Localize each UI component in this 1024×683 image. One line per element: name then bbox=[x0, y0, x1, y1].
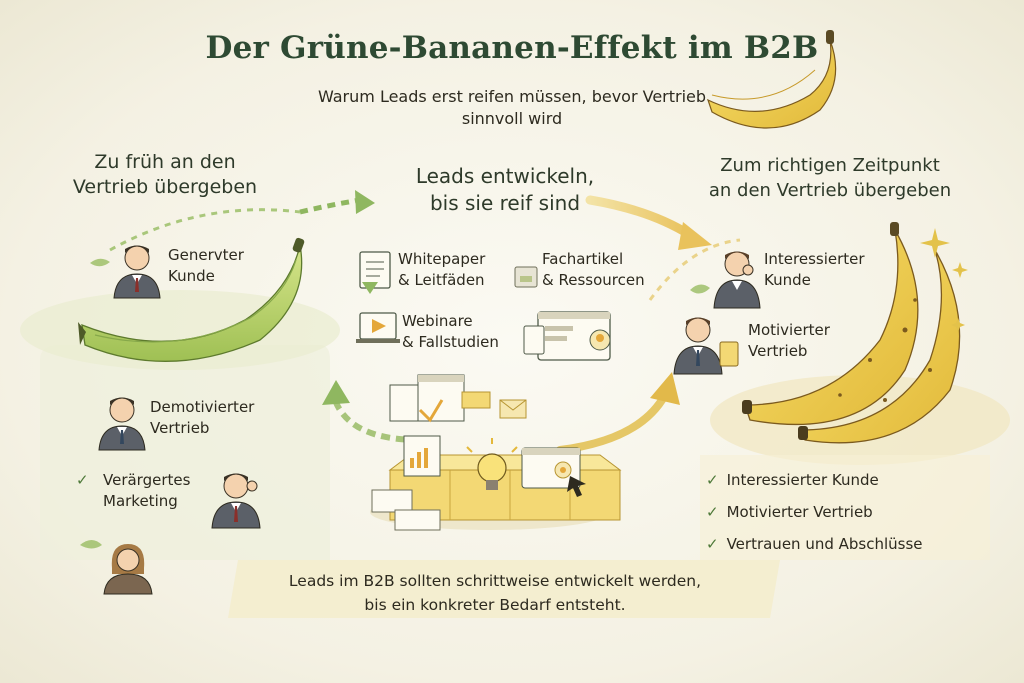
ripe-bananas-icon bbox=[742, 222, 961, 444]
checklist-label: Interessierter Kunde bbox=[726, 471, 879, 489]
person-icon bbox=[103, 544, 153, 595]
heading-line: Vertrieb übergeben bbox=[72, 176, 258, 198]
checkmark-icon: ✓ bbox=[706, 503, 719, 521]
checklist-label: Vertrauen und Abschlüsse bbox=[726, 535, 923, 553]
video-icon bbox=[356, 312, 400, 343]
checkmark-icon: ✓ bbox=[706, 535, 719, 553]
persona-label: Vertrieb bbox=[150, 419, 210, 437]
lightbulb-icon bbox=[466, 438, 518, 490]
content-item-label: & Fallstudien bbox=[402, 333, 499, 351]
page-title: Der Grüne-Bananen-Effekt im B2B bbox=[205, 30, 819, 66]
arrow-icon bbox=[355, 190, 375, 214]
bottom-summary: Leads im B2B sollten schrittweise entwic… bbox=[230, 569, 760, 617]
browser-icon bbox=[523, 311, 611, 361]
checklist-item: ✓ Vertrauen und Abschlüsse bbox=[706, 534, 923, 554]
persona-motivated-sales: Motivierter Vertrieb bbox=[748, 320, 830, 362]
middle-heading: Leads entwickeln, bis sie reif sind bbox=[360, 163, 650, 217]
persona-label: Interessierter bbox=[764, 250, 865, 268]
subtitle-line: sinnvoll wird bbox=[461, 109, 563, 128]
right-heading: Zum richtigen Zeitpunkt an den Vertrieb … bbox=[660, 153, 1000, 203]
persona-label: Demotivierter bbox=[150, 398, 255, 416]
resource-icon bbox=[514, 266, 538, 288]
summary-line: Leads im B2B sollten schrittweise entwic… bbox=[288, 572, 702, 590]
heading-line: bis sie reif sind bbox=[429, 191, 581, 215]
heading-line: Zu früh an den bbox=[94, 151, 236, 173]
checkmark-icon: ✓ bbox=[706, 471, 719, 489]
left-panel bbox=[40, 345, 330, 560]
content-item-label: & Ressourcen bbox=[542, 271, 645, 289]
person-icon bbox=[673, 317, 739, 375]
bottom-banner bbox=[228, 560, 780, 618]
persona-label: Kunde bbox=[168, 267, 215, 285]
sparkle-icon bbox=[920, 228, 968, 332]
checkmark-icon: ✓ bbox=[76, 471, 89, 489]
subtitle: Warum Leads erst reifen müssen, bevor Ve… bbox=[200, 86, 824, 130]
content-item-label: Webinare bbox=[402, 312, 473, 330]
heading-line: an den Vertrieb übergeben bbox=[708, 180, 952, 201]
persona-annoyed-customer: Genervter Kunde bbox=[168, 245, 244, 287]
arrow-icon bbox=[650, 372, 680, 405]
right-panel bbox=[700, 455, 990, 560]
persona-annoyed-marketing: Verärgertes Marketing bbox=[103, 470, 190, 512]
persona-demotivated-sales: Demotivierter Vertrieb bbox=[150, 397, 254, 439]
person-icon bbox=[113, 245, 161, 299]
content-item-label: Fachartikel bbox=[542, 250, 624, 268]
content-item: Webinare & Fallstudien bbox=[402, 311, 499, 353]
heading-line: Zum richtigen Zeitpunkt bbox=[720, 155, 940, 176]
content-item-label: Whitepaper bbox=[398, 250, 486, 268]
document-icon bbox=[359, 251, 391, 294]
heading-line: Leads entwickeln, bbox=[415, 164, 595, 188]
content-item: Fachartikel & Ressourcen bbox=[542, 249, 645, 291]
persona-label: Marketing bbox=[103, 492, 178, 510]
checklist-item: ✓ Motivierter Vertrieb bbox=[706, 502, 873, 522]
left-heading: Zu früh an den Vertrieb übergeben bbox=[40, 150, 290, 200]
subtitle-line: Warum Leads erst reifen müssen, bevor Ve… bbox=[317, 87, 707, 106]
persona-label: Verärgertes bbox=[103, 471, 191, 489]
ripe-banana-small-icon bbox=[706, 30, 837, 129]
person-icon bbox=[713, 251, 761, 309]
persona-label: Motivierter bbox=[748, 321, 830, 339]
checklist-label: Motivierter Vertrieb bbox=[726, 503, 873, 521]
persona-interested-customer: Interessierter Kunde bbox=[764, 249, 865, 291]
arrow-icon bbox=[678, 222, 712, 250]
persona-label: Genervter bbox=[168, 246, 244, 264]
person-icon bbox=[211, 473, 261, 529]
content-item-label: & Leitfäden bbox=[398, 271, 485, 289]
checklist-item: ✓ Interessierter Kunde bbox=[706, 470, 879, 490]
content-item: Whitepaper & Leitfäden bbox=[398, 249, 485, 291]
green-banana-icon bbox=[78, 237, 305, 362]
summary-line: bis ein konkreter Bedarf entsteht. bbox=[364, 596, 626, 614]
arrow-icon bbox=[322, 380, 350, 405]
persona-label: Vertrieb bbox=[748, 342, 808, 360]
person-icon bbox=[98, 397, 146, 451]
lead-nurturing-steps-icon bbox=[370, 374, 622, 531]
persona-label: Kunde bbox=[764, 271, 811, 289]
